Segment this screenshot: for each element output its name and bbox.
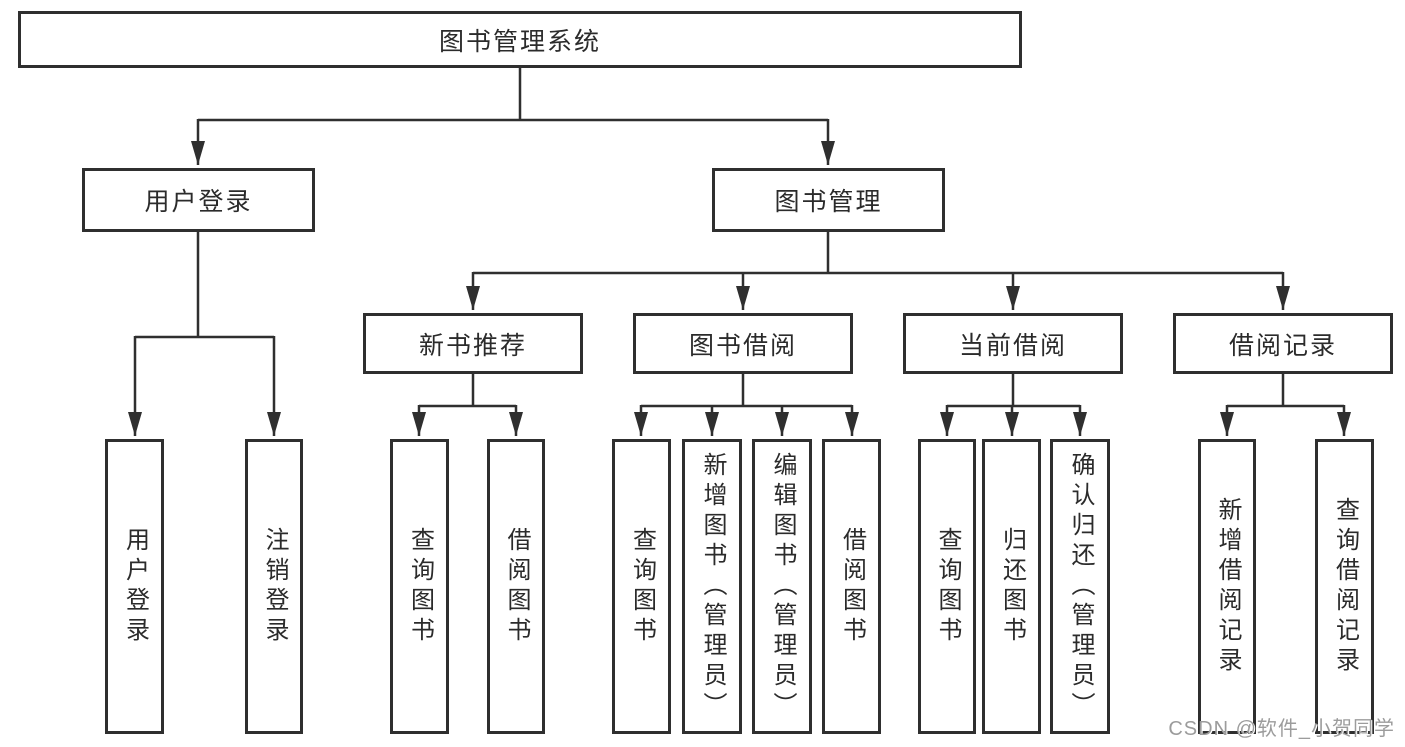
node-borrow-records: 借阅记录 [1173,313,1393,374]
connector-user-login [135,232,274,339]
node-book-borrow-label: 图书借阅 [688,331,797,360]
leaf-bb-add-books: 新增图书（管理员） [682,439,742,734]
connector-book-management [473,232,1283,275]
node-root: 图书管理系统 [18,11,1022,68]
leaf-bb-borrow-books: 借阅图书 [822,439,881,734]
leaf-cb-confirm-return: 确认归还（管理员） [1050,439,1110,734]
leaf-rec-query-books: 查询图书 [390,439,449,734]
connector-root [198,68,828,122]
node-root-label: 图书管理系统 [438,27,601,56]
leaf-bb-edit-books-label: 编辑图书（管理员） [769,451,796,722]
csdn-watermark: CSDN @软件_小贺同学 [1168,718,1395,740]
leaf-br-query-record: 查询借阅记录 [1315,439,1374,734]
leaf-cb-query-books: 查询图书 [918,439,976,734]
node-new-book-recommend: 新书推荐 [363,313,583,374]
node-current-borrow-label: 当前借阅 [958,331,1067,360]
leaf-bb-edit-books: 编辑图书（管理员） [752,439,812,734]
node-current-borrow: 当前借阅 [903,313,1123,374]
connector-current-borrow [947,374,1080,408]
leaf-rec-query-books-label: 查询图书 [406,526,434,647]
connector-borrow-records [1227,374,1344,408]
leaf-logout-label: 注销登录 [261,526,288,647]
leaf-br-query-record-label: 查询借阅记录 [1331,496,1359,677]
node-borrow-records-label: 借阅记录 [1228,331,1337,360]
leaf-cb-query-books-label: 查询图书 [934,526,961,647]
leaf-rec-borrow-books: 借阅图书 [487,439,545,734]
connector-book-borrow [641,374,852,408]
leaf-bb-borrow-books-label: 借阅图书 [838,526,866,647]
leaf-br-add-record-label: 新增借阅记录 [1214,496,1241,677]
leaf-br-add-record: 新增借阅记录 [1198,439,1256,734]
node-book-borrow: 图书借阅 [633,313,853,374]
leaf-user-login-label: 用户登录 [121,526,149,647]
leaf-cb-return-books-label: 归还图书 [998,526,1026,647]
leaf-rec-borrow-books-label: 借阅图书 [503,526,530,647]
node-new-book-recommend-label: 新书推荐 [418,331,527,360]
node-book-management-label: 图书管理 [774,188,883,216]
node-book-management: 图书管理 [712,168,945,232]
leaf-cb-confirm-return-label: 确认归还（管理员） [1067,451,1094,722]
node-user-login-label: 用户登录 [144,188,253,216]
leaf-user-login: 用户登录 [105,439,164,734]
leaf-cb-return-books: 归还图书 [982,439,1041,734]
leaf-bb-query-books: 查询图书 [612,439,671,734]
leaf-bb-add-books-label: 新增图书（管理员） [699,451,726,722]
node-user-login: 用户登录 [82,168,315,232]
connector-new-book-recommend [419,374,516,408]
leaf-bb-query-books-label: 查询图书 [628,526,656,647]
leaf-logout: 注销登录 [245,439,303,734]
